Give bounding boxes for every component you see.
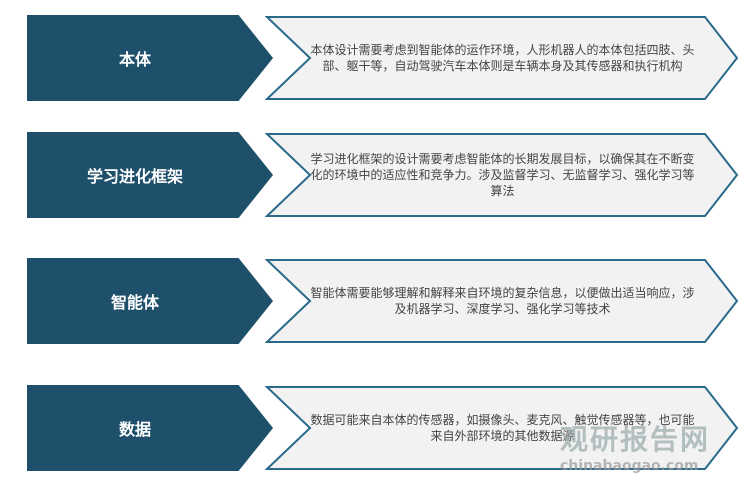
- label-box: 数据: [27, 385, 273, 471]
- label-box: 本体: [27, 15, 273, 101]
- watermark-cn: 观研报告网: [560, 423, 711, 456]
- label-text: 智能体: [110, 293, 159, 312]
- description-text: 学习进化框架的设计需要考虑智能体的长期发展目标，以确保其在不断变化的环境中的适应…: [310, 152, 695, 198]
- description-chevron: 学习进化框架的设计需要考虑智能体的长期发展目标，以确保其在不断变化的环境中的适应…: [265, 132, 740, 218]
- row-agent: 智能体 智能体需要能够理解和解释来自环境的复杂信息，以便做出适当响应，涉及机器学…: [0, 258, 750, 344]
- row-learning-framework: 学习进化框架 学习进化框架的设计需要考虑智能体的长期发展目标，以确保其在不断变化…: [0, 132, 750, 218]
- label-box: 智能体: [27, 258, 273, 344]
- row-body: 本体 本体设计需要考虑到智能体的运作环境，人形机器人的本体包括四肢、头部、躯干等…: [0, 15, 750, 101]
- watermark-logo: 观研报告网 chinabaogao.com: [560, 418, 710, 474]
- description-chevron: 本体设计需要考虑到智能体的运作环境，人形机器人的本体包括四肢、头部、躯干等，自动…: [265, 15, 740, 101]
- label-text: 本体: [118, 50, 151, 69]
- description-chevron: 智能体需要能够理解和解释来自环境的复杂信息，以便做出适当响应，涉及机器学习、深度…: [265, 258, 740, 344]
- watermark-en: chinabaogao.com: [560, 458, 699, 474]
- label-box: 学习进化框架: [27, 132, 273, 218]
- description-text: 智能体需要能够理解和解释来自环境的复杂信息，以便做出适当响应，涉及机器学习、深度…: [310, 286, 695, 316]
- label-text: 学习进化框架: [86, 167, 183, 186]
- row-data: 数据 数据可能来自本体的传感器，如摄像头、麦克风、触觉传感器等，也可能来自外部环…: [0, 385, 750, 471]
- description-text: 本体设计需要考虑到智能体的运作环境，人形机器人的本体包括四肢、头部、躯干等，自动…: [310, 43, 695, 73]
- label-text: 数据: [118, 420, 151, 439]
- description-text: 数据可能来自本体的传感器，如摄像头、麦克风、触觉传感器等，也可能来自外部环境的其…: [310, 413, 695, 443]
- description-chevron: 数据可能来自本体的传感器，如摄像头、麦克风、触觉传感器等，也可能来自外部环境的其…: [265, 385, 740, 471]
